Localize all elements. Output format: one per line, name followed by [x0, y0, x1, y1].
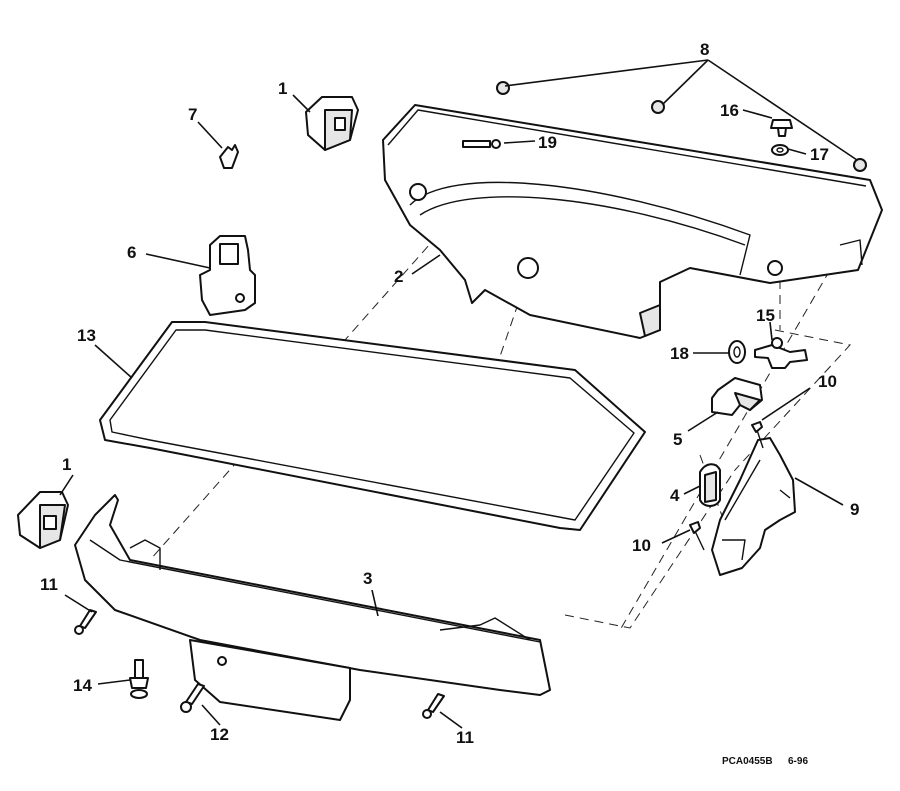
callout-13: 13 [77, 326, 96, 345]
bolt-part-12 [180, 683, 205, 713]
callout-labels: 1 1 2 3 4 5 6 7 8 9 10 10 11 11 12 13 14… [40, 40, 859, 747]
callout-5: 5 [673, 430, 682, 449]
callout-18: 18 [670, 344, 689, 363]
callout-19: 19 [538, 133, 557, 152]
upper-cowl-part [382, 104, 883, 339]
screw-part-10-upper [751, 421, 764, 449]
callout-1-upper: 1 [278, 79, 287, 98]
callout-10-lower: 10 [632, 536, 651, 555]
screw-part-19 [462, 139, 501, 149]
callout-11-left: 11 [40, 575, 58, 594]
callout-15: 15 [756, 306, 775, 325]
seal-part [99, 321, 646, 531]
rubber-mount-part-lower [17, 491, 69, 549]
screw-part-16 [770, 119, 793, 137]
clip-part [219, 144, 239, 169]
callout-14: 14 [73, 676, 92, 695]
callout-9: 9 [850, 500, 859, 519]
callout-16: 16 [720, 101, 739, 120]
callout-11-right: 11 [456, 728, 474, 747]
callout-6: 6 [127, 243, 136, 262]
stud-part-14 [129, 659, 149, 699]
washer-part-17 [771, 144, 789, 156]
screw-part-10-lower [689, 521, 705, 551]
callout-4: 4 [670, 486, 680, 505]
callout-1-lower: 1 [62, 455, 71, 474]
bracket-part [199, 235, 256, 316]
latch-part-5 [711, 377, 763, 416]
latch-bracket-part-9 [711, 437, 796, 576]
pad-part-4 [699, 463, 721, 507]
callout-3: 3 [363, 569, 372, 588]
lower-cowl-part [74, 494, 551, 721]
bolt-part-11-right [422, 693, 445, 719]
fitting-part-15 [754, 337, 808, 369]
bolt-part-11-left [74, 609, 97, 635]
callout-7: 7 [188, 105, 197, 124]
rubber-mount-part-upper [305, 96, 359, 151]
drawing-date: 6-96 [788, 756, 808, 767]
callout-10-upper: 10 [818, 372, 837, 391]
callout-2: 2 [394, 267, 403, 286]
nuts-part [496, 81, 867, 172]
callout-17: 17 [810, 145, 829, 164]
grommet-part-18 [728, 340, 746, 364]
leader-lines [59, 59, 858, 729]
callout-8: 8 [700, 40, 709, 59]
callout-12: 12 [210, 725, 229, 744]
drawing-reference: PCA0455B [722, 756, 773, 767]
